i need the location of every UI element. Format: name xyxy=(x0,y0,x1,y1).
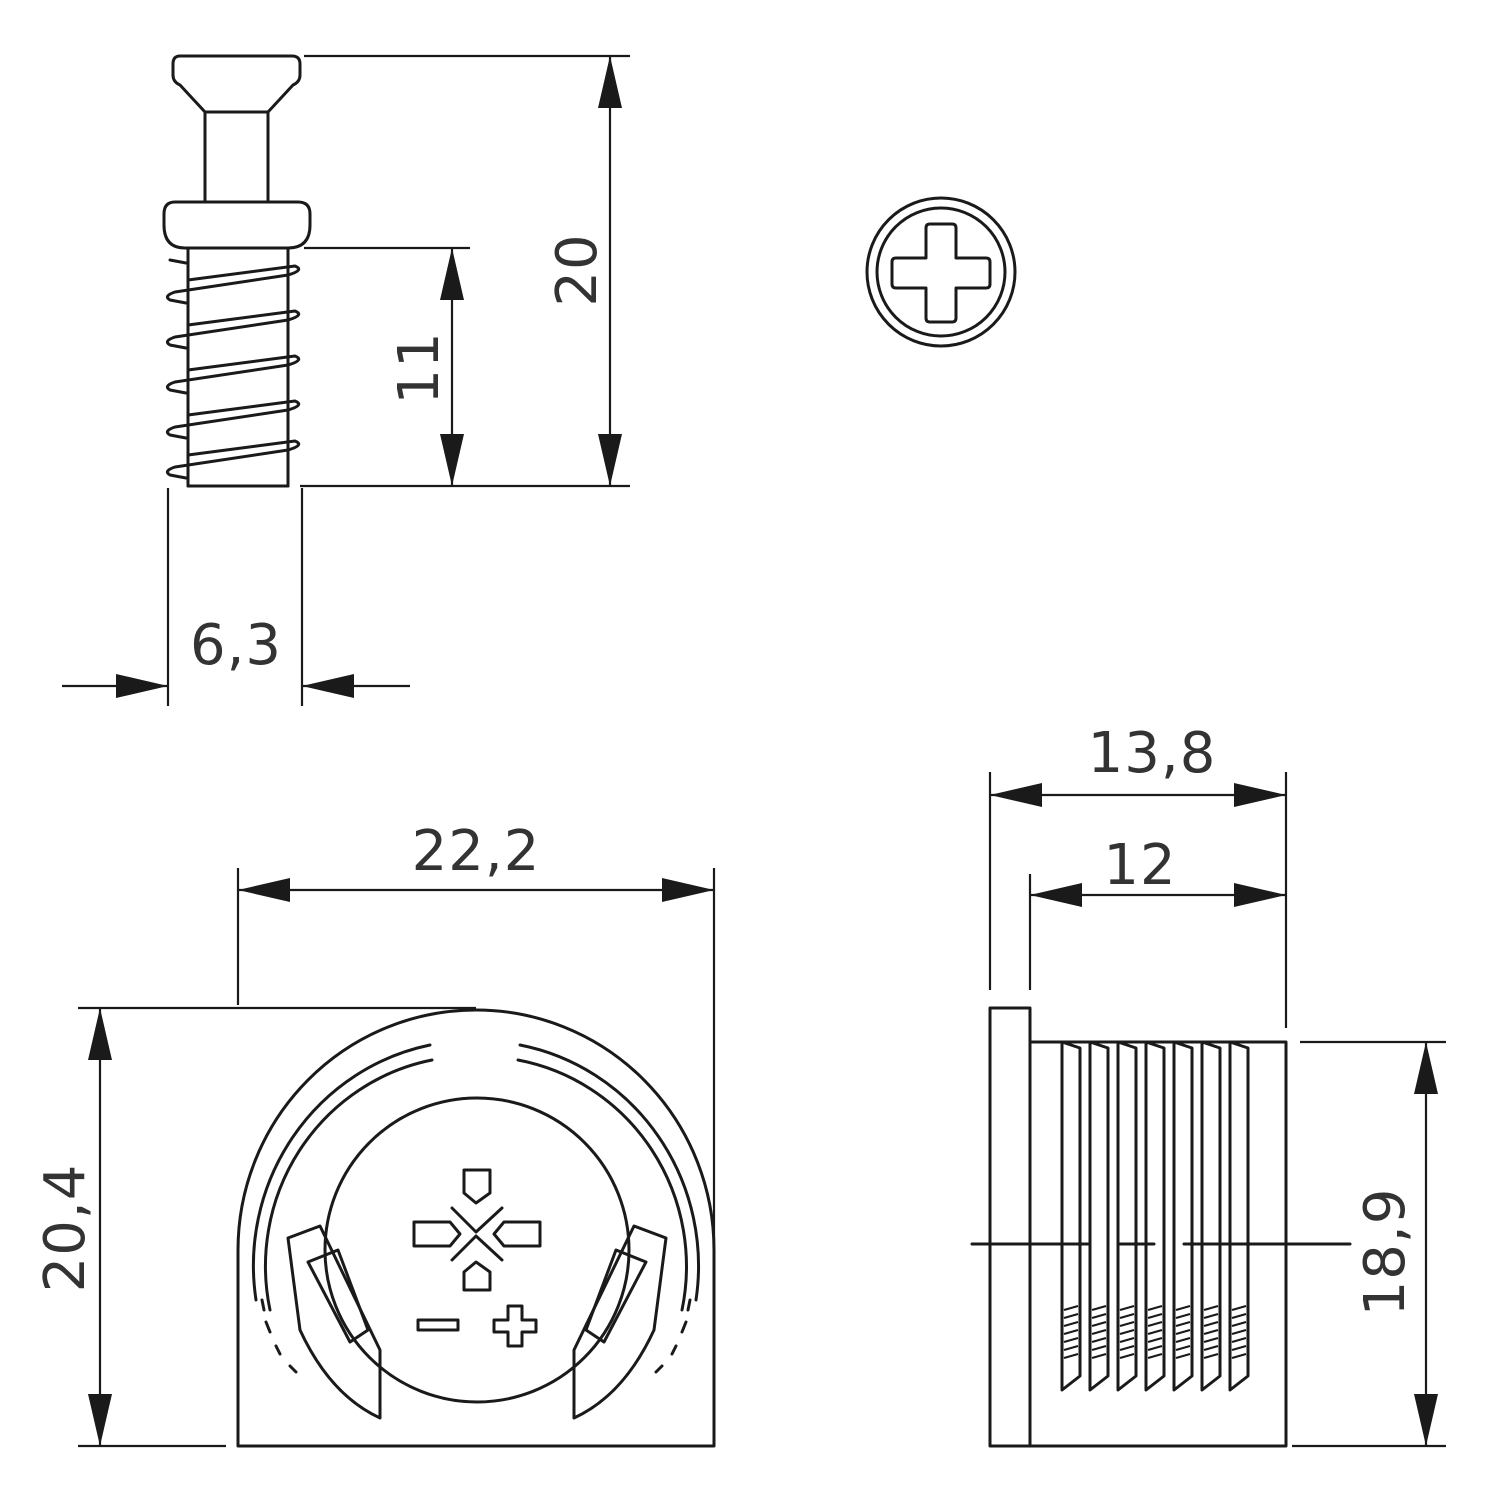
arrowhead xyxy=(88,1394,112,1446)
dimension-label-22-2: 22,2 xyxy=(412,819,541,884)
dimension-label-6-3: 6,3 xyxy=(190,613,282,678)
dimension-label-20: 20 xyxy=(545,233,610,306)
phillips-cross-icon xyxy=(890,222,992,324)
arrowhead xyxy=(238,878,290,902)
dimension-housing-body-depth: 12 xyxy=(1028,833,1286,990)
arrowhead xyxy=(1234,883,1286,907)
arrowhead xyxy=(1414,1394,1438,1446)
arrowhead xyxy=(598,56,622,108)
dimension-label-12: 12 xyxy=(1103,833,1176,898)
screw-head-top-view xyxy=(865,196,1017,348)
cam-housing-side-view xyxy=(970,1006,1352,1448)
dimension-label-13-8: 13,8 xyxy=(1088,721,1217,786)
cross-drive-icon xyxy=(412,1168,542,1292)
dimension-thread-length: 11 xyxy=(304,246,470,486)
dimension-label-11: 11 xyxy=(387,331,452,404)
arrowhead xyxy=(662,878,714,902)
arrowhead xyxy=(440,248,464,300)
dimension-housing-height: 20,4 xyxy=(33,1006,476,1448)
arrowhead xyxy=(1414,1042,1438,1094)
arrowhead xyxy=(1234,783,1286,807)
dimension-housing-width: 22,2 xyxy=(236,819,716,1250)
cam-housing-front-view: − + xyxy=(236,1008,716,1448)
dimension-housing-overall-depth: 13,8 xyxy=(988,721,1288,1028)
minus-marking xyxy=(416,1318,460,1332)
dimension-label-18-9: 18,9 xyxy=(1353,1188,1418,1317)
screw-side-view xyxy=(162,54,312,488)
arrowhead xyxy=(302,674,354,698)
dimension-screw-diameter: 6,3 xyxy=(62,488,410,706)
arrowhead xyxy=(440,434,464,486)
arrowhead xyxy=(598,434,622,486)
plus-marking xyxy=(492,1304,538,1348)
arrowhead xyxy=(116,674,168,698)
dimension-label-20-4: 20,4 xyxy=(33,1164,98,1293)
arrowhead xyxy=(990,783,1042,807)
arrowhead xyxy=(88,1008,112,1060)
dimension-screw-length: 20 xyxy=(300,54,630,488)
arrowhead xyxy=(1030,883,1082,907)
dimension-housing-body-height: 18,9 xyxy=(1292,1040,1446,1448)
